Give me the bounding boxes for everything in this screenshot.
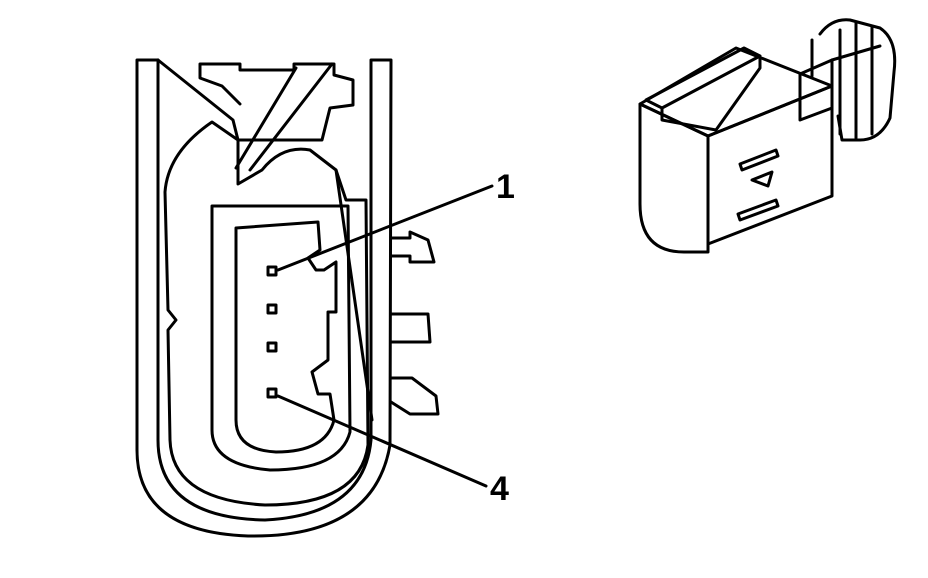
pin-cavity-2 bbox=[266, 303, 278, 315]
side-tab-upper bbox=[389, 230, 436, 264]
callout-label-4: 4 bbox=[490, 470, 509, 508]
leader-line-4 bbox=[276, 394, 488, 488]
iso-top-face bbox=[638, 46, 834, 138]
iso-side-slot-upper bbox=[738, 148, 780, 172]
iso-side-arrow bbox=[750, 170, 774, 188]
terminal-block bbox=[210, 204, 352, 472]
callout-label-1: 1 bbox=[496, 168, 515, 206]
iso-side-slot-lower bbox=[736, 198, 780, 222]
inner-cavity bbox=[163, 120, 370, 507]
iso-body bbox=[638, 84, 834, 254]
connector-face-view bbox=[135, 58, 494, 538]
top-latch bbox=[156, 58, 355, 142]
pin-cavity-4 bbox=[266, 387, 278, 399]
side-tab-middle bbox=[389, 312, 432, 344]
iso-lock-tab bbox=[644, 46, 762, 132]
side-tab-lower bbox=[389, 376, 440, 416]
pin-cavity-3 bbox=[266, 341, 278, 353]
iso-rear-ribs bbox=[830, 20, 882, 140]
terminal-recess bbox=[234, 220, 338, 454]
housing-outer-shell bbox=[135, 58, 393, 538]
pin-cavity-1 bbox=[266, 265, 278, 277]
side-rib bbox=[234, 62, 374, 422]
iso-rear-collar bbox=[798, 18, 897, 142]
connector-isometric-view bbox=[638, 18, 897, 254]
leader-line-1 bbox=[276, 184, 494, 272]
